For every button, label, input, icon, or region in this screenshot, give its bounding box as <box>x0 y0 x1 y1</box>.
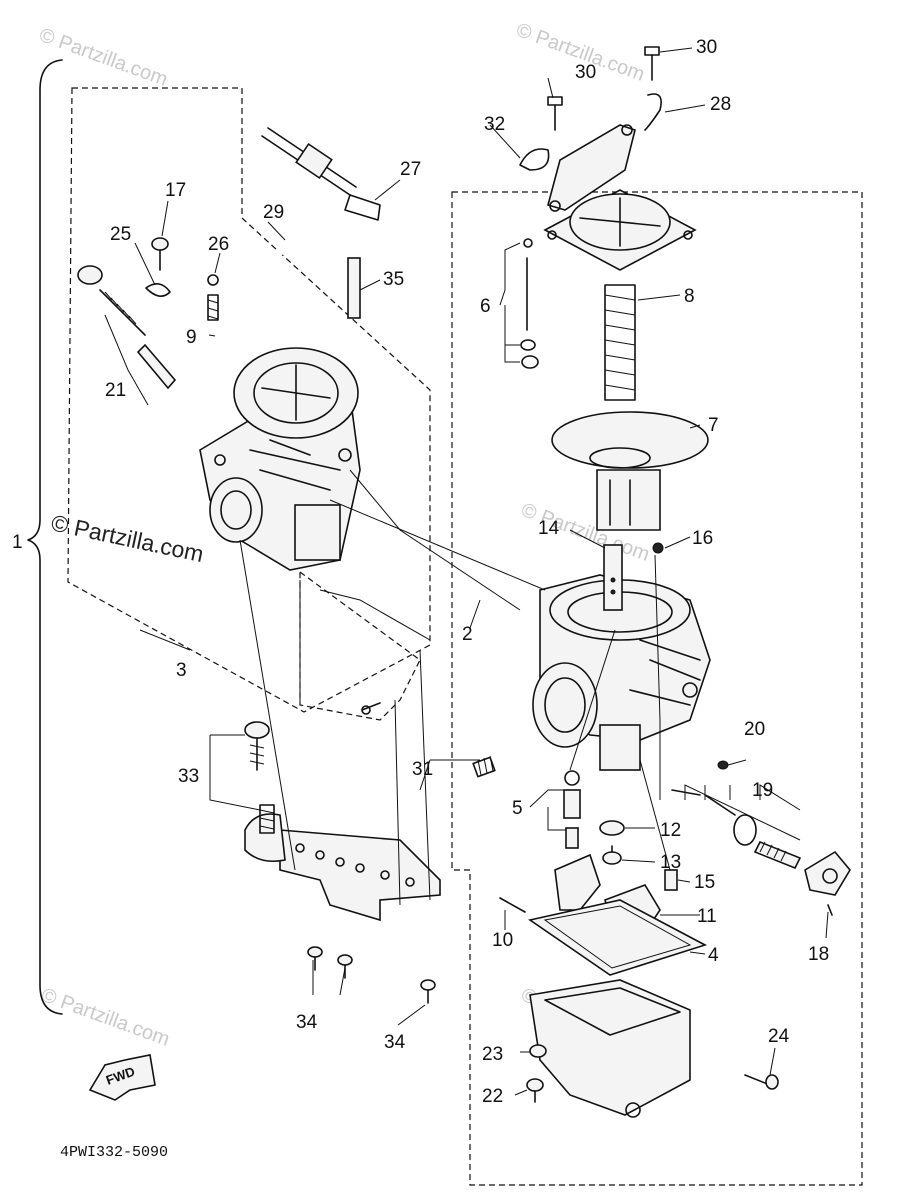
callout-18: 18 <box>808 944 829 965</box>
callout-34b: 34 <box>384 1032 406 1053</box>
callout-16: 16 <box>692 528 713 549</box>
spring-clip-28 <box>644 93 662 131</box>
callout-4: 4 <box>708 945 719 966</box>
callout-32: 32 <box>484 114 505 135</box>
screws-34 <box>307 946 436 1004</box>
callout-15: 15 <box>694 872 715 893</box>
callout-11: 11 <box>697 906 717 927</box>
cap-18 <box>804 850 851 916</box>
o-ring-25 <box>145 283 171 297</box>
callout-10: 10 <box>492 930 513 951</box>
screw-33 <box>244 721 275 834</box>
callout-labels: 1 2 3 4 5 6 7 8 9 10 11 12 13 14 15 16 1… <box>12 37 829 1107</box>
screw-17 <box>151 237 169 271</box>
callout-6: 6 <box>480 296 491 317</box>
cap-26 <box>207 274 219 321</box>
assembly-brace <box>27 59 63 1015</box>
callout-3: 3 <box>176 660 187 681</box>
callout-25: 25 <box>110 224 131 245</box>
needle-jet-14 <box>603 544 623 611</box>
bracket-28 <box>547 124 636 212</box>
callout-34a: 34 <box>296 1012 318 1033</box>
callout-5: 5 <box>512 798 523 819</box>
spring-clip-32 <box>519 148 550 171</box>
callout-29: 29 <box>263 202 284 223</box>
callout-31: 31 <box>412 759 433 780</box>
callout-24: 24 <box>768 1026 790 1047</box>
callout-9: 9 <box>186 327 197 348</box>
pin-15 <box>664 869 678 891</box>
callout-28: 28 <box>710 94 731 115</box>
jet-needle-6 <box>520 238 539 369</box>
watermark-top-left: © Partzilla.com <box>36 24 170 91</box>
adjust-screw-21 <box>77 265 177 390</box>
screw-30-left <box>547 96 563 131</box>
pilot-screw-19 <box>671 789 802 870</box>
screw-31 <box>361 702 381 715</box>
watermark-main: © Partzilla.com <box>49 509 206 567</box>
o-ring-23 <box>529 1044 547 1058</box>
callout-19: 19 <box>752 780 773 801</box>
callout-33: 33 <box>178 766 199 787</box>
callout-2: 2 <box>462 624 473 645</box>
callout-17: 17 <box>165 180 186 201</box>
diaphragm-piston-7 <box>551 411 709 531</box>
pilot-jet-5 <box>563 770 581 849</box>
callout-20: 20 <box>744 719 765 740</box>
callout-12: 12 <box>660 820 681 841</box>
callout-21: 21 <box>105 380 126 401</box>
screw-30-right <box>644 46 660 81</box>
watermark-bottom-left: © Partzilla.com <box>38 984 172 1051</box>
main-jet-13 <box>602 845 622 865</box>
callout-30a: 30 <box>575 62 596 83</box>
callout-8: 8 <box>684 286 695 307</box>
float-bowl <box>529 979 691 1118</box>
outline-assembly-3 <box>67 87 431 713</box>
callout-26: 26 <box>208 234 229 255</box>
callout-13: 13 <box>660 852 681 873</box>
pipe-27 <box>261 127 381 221</box>
diagram-code: 4PWI332-5090 <box>60 1144 168 1161</box>
callout-35: 35 <box>383 269 404 290</box>
callout-22: 22 <box>482 1086 503 1107</box>
leader-lines <box>104 47 829 1096</box>
callout-23: 23 <box>482 1044 503 1065</box>
screw-16 <box>652 542 664 554</box>
outline-assembly-2 <box>451 191 863 1186</box>
washer-12 <box>599 820 625 836</box>
left-carburetor <box>199 347 361 571</box>
o-ring-20 <box>717 760 729 770</box>
gasket-4 <box>528 899 708 976</box>
spring-31 <box>472 755 496 778</box>
drain-screw-24 <box>744 1074 779 1090</box>
outline-assembly-31 <box>299 570 421 721</box>
screw-22 <box>526 1078 544 1103</box>
tube-35 <box>347 257 361 319</box>
callout-14: 14 <box>538 518 560 539</box>
spring-8 <box>604 284 636 401</box>
diaphragm-cover <box>543 189 697 271</box>
fwd-arrow-icon: FWD <box>88 1054 156 1101</box>
callout-7: 7 <box>708 415 719 436</box>
callout-30b: 30 <box>696 37 717 58</box>
callout-1: 1 <box>12 532 23 553</box>
callout-27: 27 <box>400 159 421 180</box>
pin-10 <box>499 897 526 913</box>
